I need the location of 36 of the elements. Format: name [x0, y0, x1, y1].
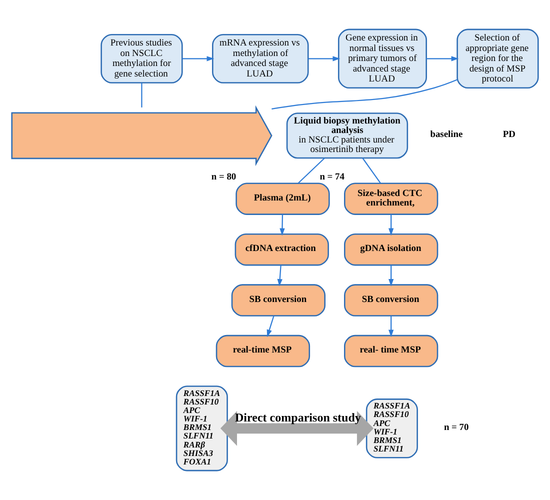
arrow [220, 411, 374, 446]
node-box: Previous studies on NSCLC methylation for gene selection [100, 34, 183, 84]
edge-label: Direct comparison study [235, 410, 361, 425]
label: PD [502, 130, 516, 140]
connector [141, 82, 142, 108]
node-box: RASSF1A RASSF10 APC WIF-1 BRMS1 SLFN11 [366, 398, 418, 458]
node-box: Gene expression in normal tissues vs primary tumors of advanced stage LUAD [338, 28, 427, 89]
node-box: mRNA expression vs methylation of advanced stage LUAD [212, 34, 309, 84]
arrow [266, 316, 274, 338]
arrow [426, 56, 459, 62]
arrow [280, 214, 285, 236]
arrow [388, 265, 394, 286]
node-box: Selection of appropriate gene region for the design of MSP protocol [456, 28, 539, 89]
node-box: Liquid biopsy methylation analysis in NSCLC patients under osimertinib therapy [286, 112, 408, 159]
label: baseline [430, 130, 463, 140]
arrow [388, 316, 394, 338]
arrow [308, 56, 340, 62]
node-box: real- time MSP [344, 334, 438, 368]
connector [298, 158, 326, 184]
node-label: n = 80 [211, 172, 236, 183]
arrow [277, 265, 282, 286]
node-box: cfDNA extraction [234, 233, 329, 266]
node-box: Plasma (2mL) [236, 182, 330, 215]
node-box: Size-based CTC enrichment, [344, 182, 438, 215]
connector [362, 158, 381, 184]
node-box: SB conversion [344, 284, 438, 316]
node-box: real-time MSP [216, 334, 310, 368]
connector [272, 79, 458, 110]
arrow [388, 214, 394, 236]
node-arrow [11, 105, 272, 166]
node-box: SB conversion [231, 284, 326, 316]
node-box: gDNA isolation [344, 233, 438, 266]
node-box: RASSF1A RASSF10 APC WIF-1 BRMS1 SLFN11 RARβ SHISA3 FOXA1 [176, 386, 228, 472]
label: n = 70 [444, 422, 469, 433]
arrow [182, 56, 214, 62]
node-label: n = 74 [320, 172, 345, 183]
